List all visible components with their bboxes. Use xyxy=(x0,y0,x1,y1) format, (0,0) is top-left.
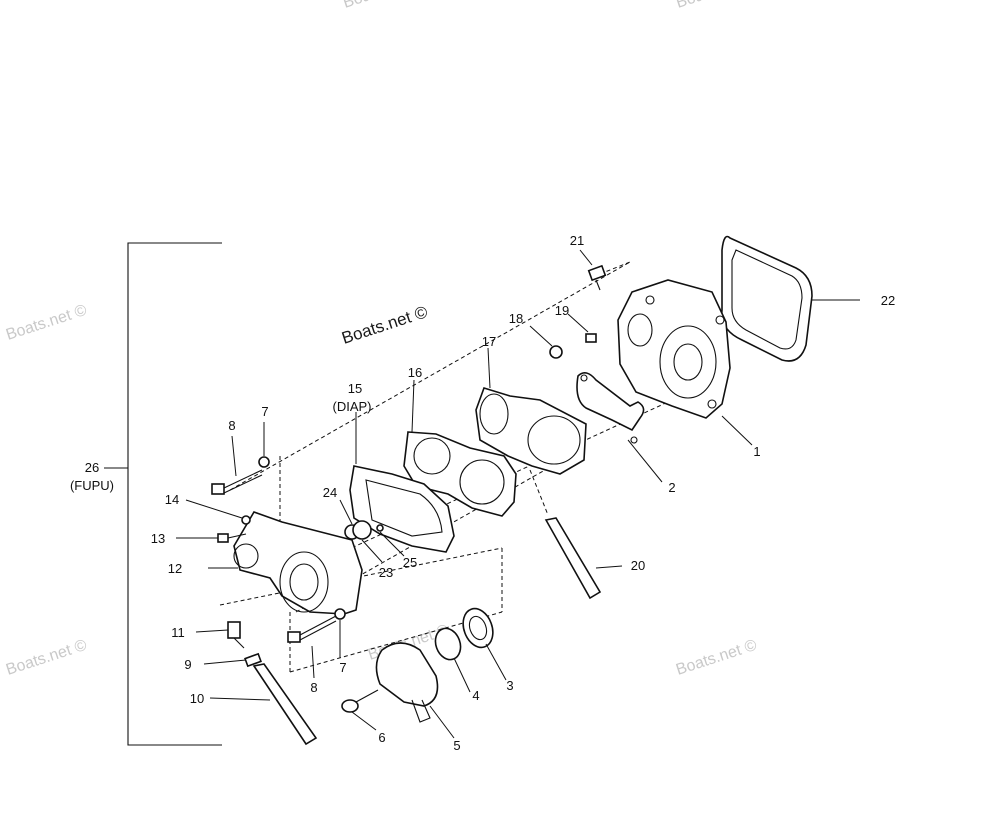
part-1-pump-base xyxy=(617,279,731,419)
label-15-code: (DIAP) xyxy=(333,399,372,414)
watermark-top-1: Boats.net © xyxy=(341,0,426,12)
leader-14 xyxy=(185,499,243,519)
label-12: 12 xyxy=(168,561,182,576)
watermark-top-2: Boats.net © xyxy=(674,0,759,12)
part-4-gasket xyxy=(434,627,462,661)
part-15-diaphragm xyxy=(349,465,455,553)
part-5-filter xyxy=(375,642,439,723)
part-8-bolt-lower xyxy=(287,615,337,643)
watermark-right-bottom: Boats.net © xyxy=(674,637,759,679)
part-3-screen xyxy=(462,607,494,649)
part-2-plate xyxy=(576,372,645,444)
label-11: 11 xyxy=(171,625,185,640)
label-22: 22 xyxy=(881,293,895,308)
leader-5 xyxy=(429,705,455,739)
leader-4 xyxy=(453,657,471,693)
part-18-nut xyxy=(549,345,563,359)
label-2: 2 xyxy=(668,480,675,495)
label-7-upper: 7 xyxy=(261,404,268,419)
leader-23 xyxy=(361,539,383,563)
label-8-lower: 8 xyxy=(310,680,317,695)
leader-16 xyxy=(411,379,415,433)
part-12-pump-cover xyxy=(233,511,363,615)
leader-20 xyxy=(595,565,623,569)
watermark-left-top: Boats.net © xyxy=(4,302,89,344)
part-17-pump-body xyxy=(475,387,587,475)
label-3: 3 xyxy=(506,678,513,693)
leader-6 xyxy=(351,711,377,731)
label-1: 1 xyxy=(753,444,760,459)
part-9-clamp xyxy=(244,652,262,668)
leader-21 xyxy=(579,249,593,266)
leader-3 xyxy=(485,643,507,681)
part-8-bolt-upper xyxy=(211,469,263,495)
label-23: 23 xyxy=(379,565,393,580)
label-17: 17 xyxy=(482,334,496,349)
label-24: 24 xyxy=(323,485,337,500)
part-6-screw xyxy=(341,689,379,713)
leader-8-lower xyxy=(311,645,315,679)
watermark-main: Boats.net © xyxy=(339,302,430,348)
label-8-upper: 8 xyxy=(228,418,235,433)
leader-17 xyxy=(487,347,491,389)
assembly-bracket xyxy=(104,242,222,746)
label-7-lower: 7 xyxy=(339,660,346,675)
leader-10 xyxy=(209,697,271,701)
leader-19 xyxy=(567,313,589,333)
label-26-code: (FUPU) xyxy=(70,478,114,493)
part-10-hose xyxy=(252,663,318,746)
part-22-gasket xyxy=(721,235,813,362)
label-25: 25 xyxy=(403,555,417,570)
label-18: 18 xyxy=(509,311,523,326)
label-9: 9 xyxy=(184,657,191,672)
label-6: 6 xyxy=(378,730,385,745)
part-7-nut-lower xyxy=(334,608,346,620)
label-16: 16 xyxy=(408,365,422,380)
watermark-left-bottom: Boats.net © xyxy=(4,637,89,679)
label-26: 26 xyxy=(85,460,99,475)
leader-2 xyxy=(627,439,663,483)
label-21: 21 xyxy=(570,233,584,248)
part-25-ball xyxy=(376,524,384,532)
label-19: 19 xyxy=(555,303,569,318)
label-20: 20 xyxy=(631,558,645,573)
part-7-nut-upper xyxy=(258,456,270,468)
label-5: 5 xyxy=(453,738,460,753)
part-11-fitting xyxy=(227,621,245,649)
leader-8-upper xyxy=(231,435,237,477)
part-23-seal xyxy=(352,520,372,540)
callout-labels: 1 2 3 4 5 6 7 7 8 8 9 10 11 12 13 14 15 … xyxy=(151,233,895,753)
leader-25 xyxy=(379,531,405,557)
part-14-washer xyxy=(241,515,251,525)
leader-1 xyxy=(721,415,753,446)
leader-11 xyxy=(195,629,229,633)
part-19-pin xyxy=(585,333,597,343)
leader-9 xyxy=(203,659,247,665)
leader-18 xyxy=(529,325,553,347)
label-10: 10 xyxy=(190,691,204,706)
part-21-screw xyxy=(587,264,607,291)
label-4: 4 xyxy=(472,688,479,703)
leader-24 xyxy=(339,499,353,525)
label-15: 15 xyxy=(348,381,362,396)
label-13: 13 xyxy=(151,531,165,546)
part-20-hose xyxy=(544,517,602,600)
label-14: 14 xyxy=(165,492,179,507)
